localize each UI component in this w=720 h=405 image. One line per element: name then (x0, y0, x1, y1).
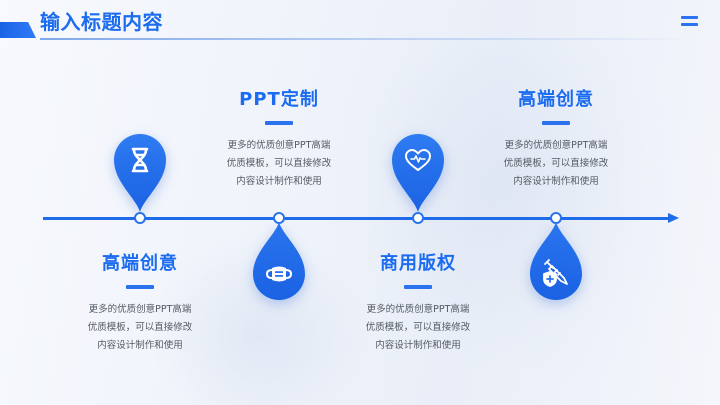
timeline-node-4 (550, 212, 562, 224)
hamburger-menu-icon[interactable] (681, 16, 698, 27)
timeline-pin-3 (388, 130, 448, 214)
item-description-line: 内容设计制作和使用 (375, 340, 461, 351)
item-description-line: 更多的优质创意PPT高端 (504, 140, 608, 151)
item-description: 更多的优质创意PPT高端 优质模板，可以直接修改 内容设计制作和使用 (348, 301, 488, 355)
item-title: PPT定制 (239, 89, 319, 110)
timeline-node-2 (273, 212, 285, 224)
item-description-line: 内容设计制作和使用 (97, 340, 183, 351)
item-title: 高端创意 (102, 253, 178, 274)
item-title: 高端创意 (518, 89, 594, 110)
heart-pulse-icon (403, 145, 433, 175)
item-description-line: 更多的优质创意PPT高端 (366, 304, 470, 315)
item-description-line: 内容设计制作和使用 (513, 176, 599, 187)
header-underline (40, 38, 680, 40)
item-divider (126, 285, 154, 289)
timeline-pin-2 (249, 220, 309, 304)
timeline-pin-4 (526, 220, 586, 304)
timeline-item-2: PPT定制 更多的优质创意PPT高端 优质模板，可以直接修改 内容设计制作和使用 (209, 88, 349, 191)
item-divider (542, 121, 570, 125)
item-divider (404, 285, 432, 289)
item-description-line: 内容设计制作和使用 (236, 176, 322, 187)
dna-icon (125, 145, 155, 175)
item-description: 更多的优质创意PPT高端 优质模板，可以直接修改 内容设计制作和使用 (486, 137, 626, 191)
vaccine-syringe-shield-icon (541, 259, 571, 289)
item-description-line: 优质模板，可以直接修改 (365, 322, 471, 333)
item-divider (265, 121, 293, 125)
item-description-line: 优质模板，可以直接修改 (226, 158, 332, 169)
timeline-item-1: 高端创意 更多的优质创意PPT高端 优质模板，可以直接修改 内容设计制作和使用 (70, 252, 210, 355)
item-description-line: 更多的优质创意PPT高端 (88, 304, 192, 315)
timeline-arrow-icon (668, 213, 679, 223)
page-title: 输入标题内容 (40, 10, 163, 34)
item-description-line: 优质模板，可以直接修改 (503, 158, 609, 169)
item-title: 商用版权 (380, 253, 456, 274)
item-description-line: 优质模板，可以直接修改 (87, 322, 193, 333)
timeline-line (43, 217, 670, 220)
timeline-node-3 (412, 212, 424, 224)
header-accent-bar (0, 22, 36, 38)
item-description-line: 更多的优质创意PPT高端 (227, 140, 331, 151)
timeline-item-3: 商用版权 更多的优质创意PPT高端 优质模板，可以直接修改 内容设计制作和使用 (348, 252, 488, 355)
item-description: 更多的优质创意PPT高端 优质模板，可以直接修改 内容设计制作和使用 (70, 301, 210, 355)
timeline-item-4: 高端创意 更多的优质创意PPT高端 优质模板，可以直接修改 内容设计制作和使用 (486, 88, 626, 191)
item-description: 更多的优质创意PPT高端 优质模板，可以直接修改 内容设计制作和使用 (209, 137, 349, 191)
timeline-node-1 (134, 212, 146, 224)
timeline-pin-1 (110, 130, 170, 214)
face-mask-icon (264, 259, 294, 289)
